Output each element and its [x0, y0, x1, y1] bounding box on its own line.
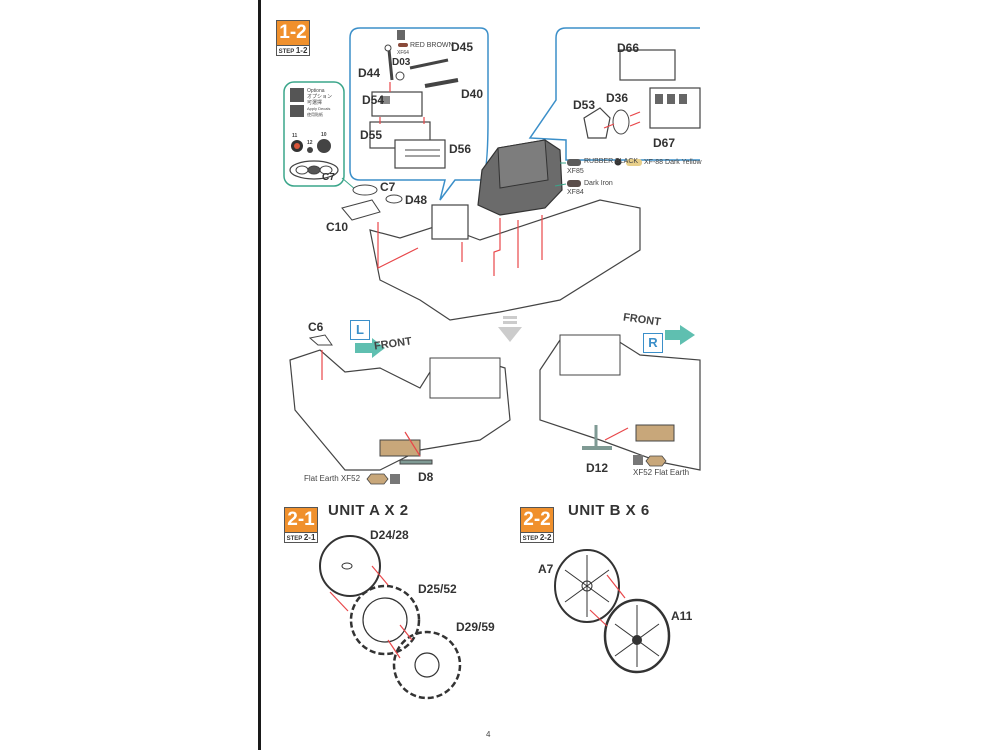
optional-icon [290, 88, 304, 102]
part-label-d54: D54 [362, 93, 385, 107]
step-1-2-badge: 1-2 STEP 1-2 [276, 20, 310, 56]
part-label-d12: D12 [586, 461, 609, 475]
flat-earth-grille-left [379, 439, 421, 457]
paint-chip-flat-earth-left [366, 473, 389, 485]
brush-icon [633, 455, 643, 465]
left-side-badge: L [350, 320, 370, 340]
step-number: 2-2 [520, 507, 554, 533]
paint-chip-dark-iron [567, 180, 581, 187]
part-label-d44: D44 [358, 66, 381, 80]
callout-box-battery [349, 27, 489, 201]
step-2-2-title: UNIT B X 6 [568, 502, 650, 519]
decal-number-11: 11 [292, 133, 298, 139]
part-label-d53: D53 [573, 98, 596, 112]
step-number: 1-2 [276, 20, 310, 46]
optional-callout-box [283, 81, 345, 187]
part-d40 [424, 78, 459, 88]
part-label-a11: A11 [671, 609, 693, 623]
step-sub-label: STEP 2-1 [284, 533, 318, 543]
step-sub-label: STEP 1-2 [276, 46, 310, 56]
paint-label-dark-iron: Dark Iron [584, 180, 613, 187]
part-d24-28 [319, 535, 381, 597]
brush-icon [397, 30, 405, 40]
step-number: 2-1 [284, 507, 318, 533]
part-d66 [619, 49, 676, 81]
part-label-d48: D48 [405, 193, 428, 207]
paint-chip-red-brown [398, 43, 408, 47]
callout-box-engine [528, 27, 700, 161]
brush-icon [390, 474, 400, 484]
decal-10 [317, 139, 331, 153]
part-label-a7: A7 [538, 562, 554, 576]
part-label-d55: D55 [360, 128, 383, 142]
paint-chip-flat-earth-right [645, 455, 667, 467]
paint-code-xf85: XF85 [567, 168, 584, 175]
part-label-d8: D8 [418, 470, 434, 484]
page-number: 4 [486, 730, 491, 739]
part-d45 [409, 58, 449, 70]
part-label-d40: D40 [461, 87, 484, 101]
part-a11 [603, 598, 671, 674]
part-label-d67: D67 [653, 136, 676, 150]
decal-number-12: 12 [307, 140, 313, 146]
part-label-d29-59: D29/59 [456, 620, 495, 634]
paint-code-xf84: XF84 [567, 189, 584, 196]
paint-label-red-brown: RED BROWN [410, 42, 454, 49]
down-arrow-icon [498, 316, 522, 342]
decal-number-10: 10 [321, 132, 327, 138]
part-label-d24-28: D24/28 [370, 528, 409, 542]
flat-earth-grille-right [635, 424, 675, 442]
paint-label-flat-earth-right: XF52 Flat Earth [633, 468, 690, 477]
part-d29-59 [392, 630, 462, 700]
step-2-1-badge: 2-1 STEP 2-1 [284, 507, 318, 543]
page-binding-edge [258, 0, 261, 750]
part-label-d03: D03 [392, 57, 411, 68]
decal-12 [307, 147, 313, 153]
paint-label-dark-yellow: XF-88 Dark Yellow [644, 159, 702, 166]
part-d8 [399, 459, 433, 465]
hull-upper [369, 199, 641, 321]
part-d48 [385, 194, 403, 204]
paint-label-flat-earth-left: Flat Earth XF52 [304, 474, 361, 483]
paint-chip-rubber-black [567, 159, 581, 166]
part-d53 [583, 107, 611, 139]
part-d44 [387, 49, 394, 81]
part-d56 [394, 139, 446, 169]
part-c6 [308, 334, 333, 346]
front-arrow-left [355, 338, 385, 358]
right-side-badge: R [643, 333, 663, 353]
part-label-d66: D66 [617, 41, 640, 55]
paint-code-xf64: XF64 [397, 50, 409, 56]
battery-assembled [431, 204, 469, 240]
paint-label-rubber-black: RUBBER BLACK [584, 158, 639, 165]
part-label-c6: C6 [308, 320, 324, 334]
part-label-c7: C7 [380, 180, 396, 194]
part-label-c7-optional: C7 [322, 172, 335, 183]
part-label-d45: D45 [451, 40, 474, 54]
decals-label: Apply Decals 使用貼紙 [307, 106, 331, 117]
paint-chip-dark-yellow [626, 159, 642, 166]
part-a7 [554, 549, 620, 623]
decal-icon [290, 105, 304, 117]
part-label-d25-52: D25/52 [418, 582, 457, 596]
part-label-c10: C10 [326, 220, 349, 234]
step-2-2-badge: 2-2 STEP 2-2 [520, 507, 554, 543]
step-2-1-title: UNIT A X 2 [328, 502, 409, 519]
part-d36 [612, 109, 630, 135]
step-sub-label: STEP 2-2 [520, 533, 554, 543]
part-d25-52 [349, 584, 421, 656]
part-label-d56: D56 [449, 142, 472, 156]
part-d03 [395, 71, 405, 81]
part-c7 [352, 184, 378, 196]
part-c10 [341, 199, 381, 221]
optional-label: Optiona オプション 可選擇 [307, 88, 333, 106]
front-arrow-right [665, 325, 695, 345]
part-label-d36: D36 [606, 91, 629, 105]
